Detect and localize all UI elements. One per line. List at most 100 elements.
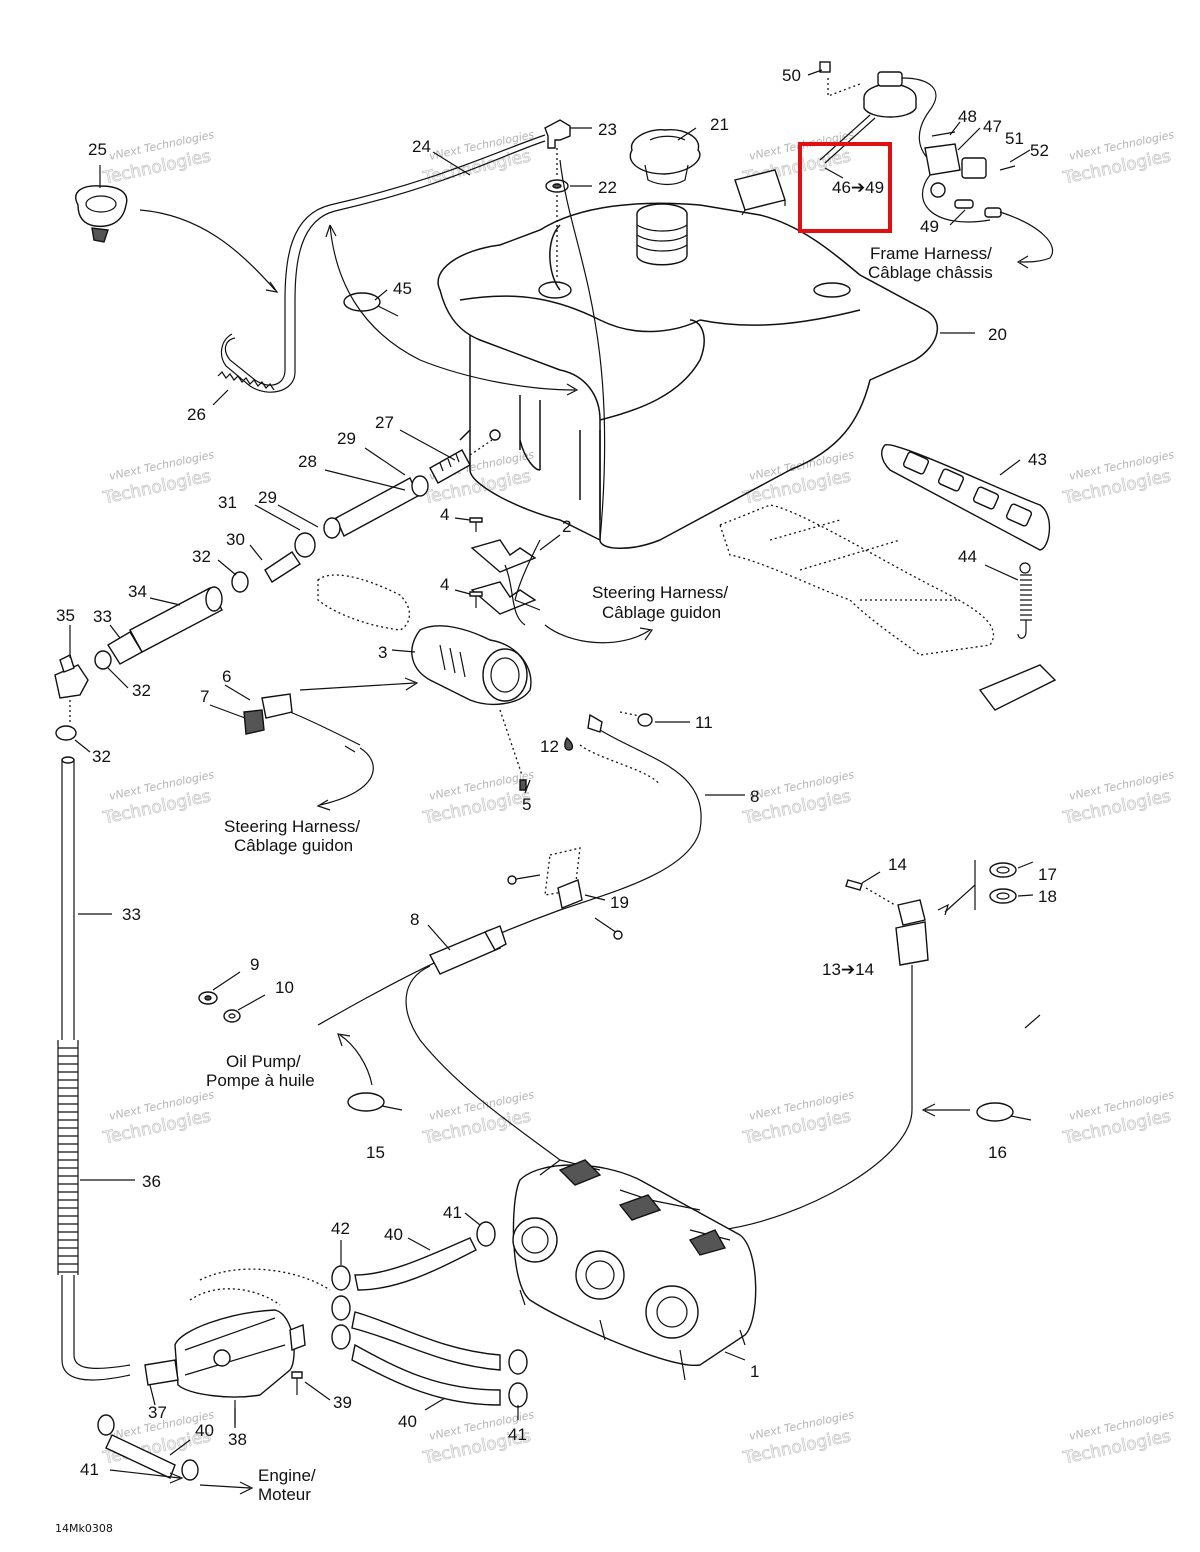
- callout-36[interactable]: 36: [142, 1172, 161, 1191]
- callout-40[interactable]: 40: [384, 1225, 403, 1244]
- callout-29[interactable]: 29: [258, 488, 277, 507]
- callout-41[interactable]: 41: [80, 1460, 99, 1479]
- fuel-line-corrugated[interactable]: [57, 1040, 131, 1381]
- callout-17[interactable]: 17: [1038, 865, 1057, 884]
- callout-32[interactable]: 32: [92, 747, 111, 766]
- callout-2[interactable]: 2: [562, 517, 571, 536]
- callout-18[interactable]: 18: [1038, 887, 1057, 906]
- vent-hose[interactable]: [220, 134, 606, 541]
- callout-14[interactable]: 14: [888, 855, 907, 874]
- callout-38[interactable]: 38: [228, 1430, 247, 1449]
- fuel-hose[interactable]: [351, 1237, 501, 1406]
- callout-6[interactable]: 6: [222, 667, 231, 686]
- primer-hose-assembly[interactable]: [323, 429, 501, 539]
- engine-hose[interactable]: [97, 1414, 254, 1495]
- callout-44[interactable]: 44: [958, 547, 977, 566]
- callout-10[interactable]: 10: [275, 978, 294, 997]
- tension-spring[interactable]: [1017, 562, 1032, 639]
- callout-24[interactable]: 24: [412, 137, 431, 156]
- callout-21[interactable]: 21: [710, 115, 729, 134]
- callout-8[interactable]: 8: [410, 910, 419, 929]
- fuel-cap[interactable]: [629, 129, 701, 186]
- callout-1[interactable]: 1: [750, 1362, 759, 1381]
- switch-screw[interactable]: [469, 517, 483, 608]
- callout-16[interactable]: 16: [988, 1143, 1007, 1162]
- check-valve[interactable]: [75, 185, 128, 243]
- hose-clamp[interactable]: [331, 1221, 528, 1408]
- callout-31[interactable]: 31: [218, 493, 237, 512]
- throttle-housing[interactable]: [411, 625, 532, 705]
- callout-26[interactable]: 26: [187, 405, 206, 424]
- callout-43[interactable]: 43: [1028, 450, 1047, 469]
- callout-51[interactable]: 51: [1005, 129, 1024, 148]
- callout-19[interactable]: 19: [610, 893, 629, 912]
- throttle-grip[interactable]: [317, 574, 411, 631]
- callout-47[interactable]: 47: [983, 117, 1002, 136]
- callout-46-range[interactable]: 46➔49: [832, 178, 884, 197]
- adjuster-nut[interactable]: [619, 711, 653, 727]
- hose-clamp[interactable]: [55, 725, 77, 741]
- callout-41[interactable]: 41: [443, 1203, 462, 1222]
- callout-4[interactable]: 4: [440, 575, 449, 594]
- cable-tie[interactable]: [347, 1092, 403, 1112]
- callout-50[interactable]: 50: [782, 66, 801, 85]
- vent-elbow[interactable]: [544, 119, 571, 149]
- callout-25[interactable]: 25: [88, 140, 107, 159]
- callout-20[interactable]: 20: [988, 325, 1007, 344]
- carburetor-assembly[interactable]: [512, 1159, 757, 1381]
- cable-bracket[interactable]: [507, 847, 623, 940]
- frame-harness-connector[interactable]: [734, 169, 786, 216]
- callout-39[interactable]: 39: [333, 1393, 352, 1412]
- fuel-line[interactable]: [61, 756, 75, 1040]
- callout-15[interactable]: 15: [366, 1143, 385, 1162]
- callout-52[interactable]: 52: [1030, 141, 1049, 160]
- callout-7[interactable]: 7: [200, 687, 209, 706]
- callout-45[interactable]: 45: [393, 279, 412, 298]
- throttle-cable[interactable]: [317, 713, 702, 1161]
- callout-33[interactable]: 33: [122, 905, 141, 924]
- cable-tie[interactable]: [343, 292, 399, 317]
- primer-pump[interactable]: [107, 532, 316, 665]
- callout-8[interactable]: 8: [750, 787, 759, 806]
- callout-30[interactable]: 30: [226, 530, 245, 549]
- callout-11[interactable]: 11: [695, 713, 713, 732]
- callout-49[interactable]: 49: [920, 217, 939, 236]
- support-plate[interactable]: [881, 444, 1051, 551]
- callout-48[interactable]: 48: [958, 107, 977, 126]
- callout-28[interactable]: 28: [298, 452, 317, 471]
- callout-27[interactable]: 27: [375, 413, 394, 432]
- sender-screw[interactable]: [819, 61, 831, 73]
- spring[interactable]: [217, 371, 275, 391]
- tee-fitting[interactable]: [54, 650, 112, 699]
- harness-connector[interactable]: [921, 131, 1054, 269]
- callout-37[interactable]: 37: [148, 1403, 167, 1422]
- fuel-level-sender[interactable]: [819, 71, 937, 166]
- callout-40[interactable]: 40: [195, 1421, 214, 1440]
- callout-23[interactable]: 23: [598, 120, 617, 139]
- callout-41[interactable]: 41: [508, 1425, 527, 1444]
- callout-13-range[interactable]: 13➔14: [822, 960, 874, 979]
- callout-40[interactable]: 40: [398, 1412, 417, 1431]
- callout-22[interactable]: 22: [598, 178, 617, 197]
- washer[interactable]: [198, 991, 218, 1005]
- fuel-tank[interactable]: [437, 202, 939, 549]
- housing-screw[interactable]: [519, 779, 527, 791]
- callout-3[interactable]: 3: [378, 643, 387, 662]
- callout-29[interactable]: 29: [337, 429, 356, 448]
- heating-element-connector[interactable]: [243, 677, 419, 811]
- callout-5[interactable]: 5: [522, 795, 531, 814]
- callout-9[interactable]: 9: [250, 955, 259, 974]
- callout-4[interactable]: 4: [440, 505, 449, 524]
- callout-35[interactable]: 35: [56, 606, 75, 625]
- choke-assembly[interactable]: [719, 860, 1017, 1231]
- cable-tie[interactable]: [976, 1102, 1032, 1122]
- mounting-screw[interactable]: [291, 1371, 303, 1395]
- callout-12[interactable]: 12: [540, 737, 559, 756]
- lock-washer[interactable]: [223, 1009, 241, 1023]
- callout-32[interactable]: 32: [132, 681, 151, 700]
- fuel-pump[interactable]: [144, 1268, 331, 1425]
- callout-34[interactable]: 34: [128, 582, 147, 601]
- grommet[interactable]: [545, 179, 569, 193]
- throttle-switch[interactable]: [470, 539, 541, 626]
- callout-42[interactable]: 42: [331, 1219, 350, 1238]
